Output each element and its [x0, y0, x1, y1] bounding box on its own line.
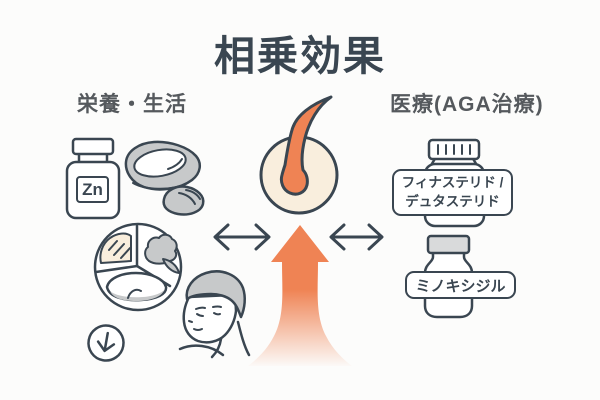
- medicine1-label: フィナステリド / デュタステリド: [392, 169, 513, 216]
- growth-up-arrow-icon: [248, 225, 352, 366]
- meal-plate-icon: [93, 222, 183, 312]
- medicine2-label: ミノキシジル: [405, 271, 516, 299]
- zinc-bottle-label: Zn: [76, 176, 109, 203]
- right-double-arrow-icon: [329, 223, 384, 251]
- right-section-label: 医療(AGA治療): [390, 93, 544, 116]
- page-title: 相乗効果: [214, 33, 386, 79]
- medicine1-line1: フィナステリド /: [401, 174, 504, 190]
- down-arrow-icon: [87, 324, 125, 362]
- hair-follicle-icon: [259, 95, 339, 215]
- medicine1-line2: デュタステリド: [405, 193, 500, 209]
- person-icon: [178, 270, 251, 359]
- oysters-icon: [124, 140, 205, 216]
- left-double-arrow-icon: [213, 223, 271, 251]
- left-section-label: 栄養・生活: [77, 93, 187, 116]
